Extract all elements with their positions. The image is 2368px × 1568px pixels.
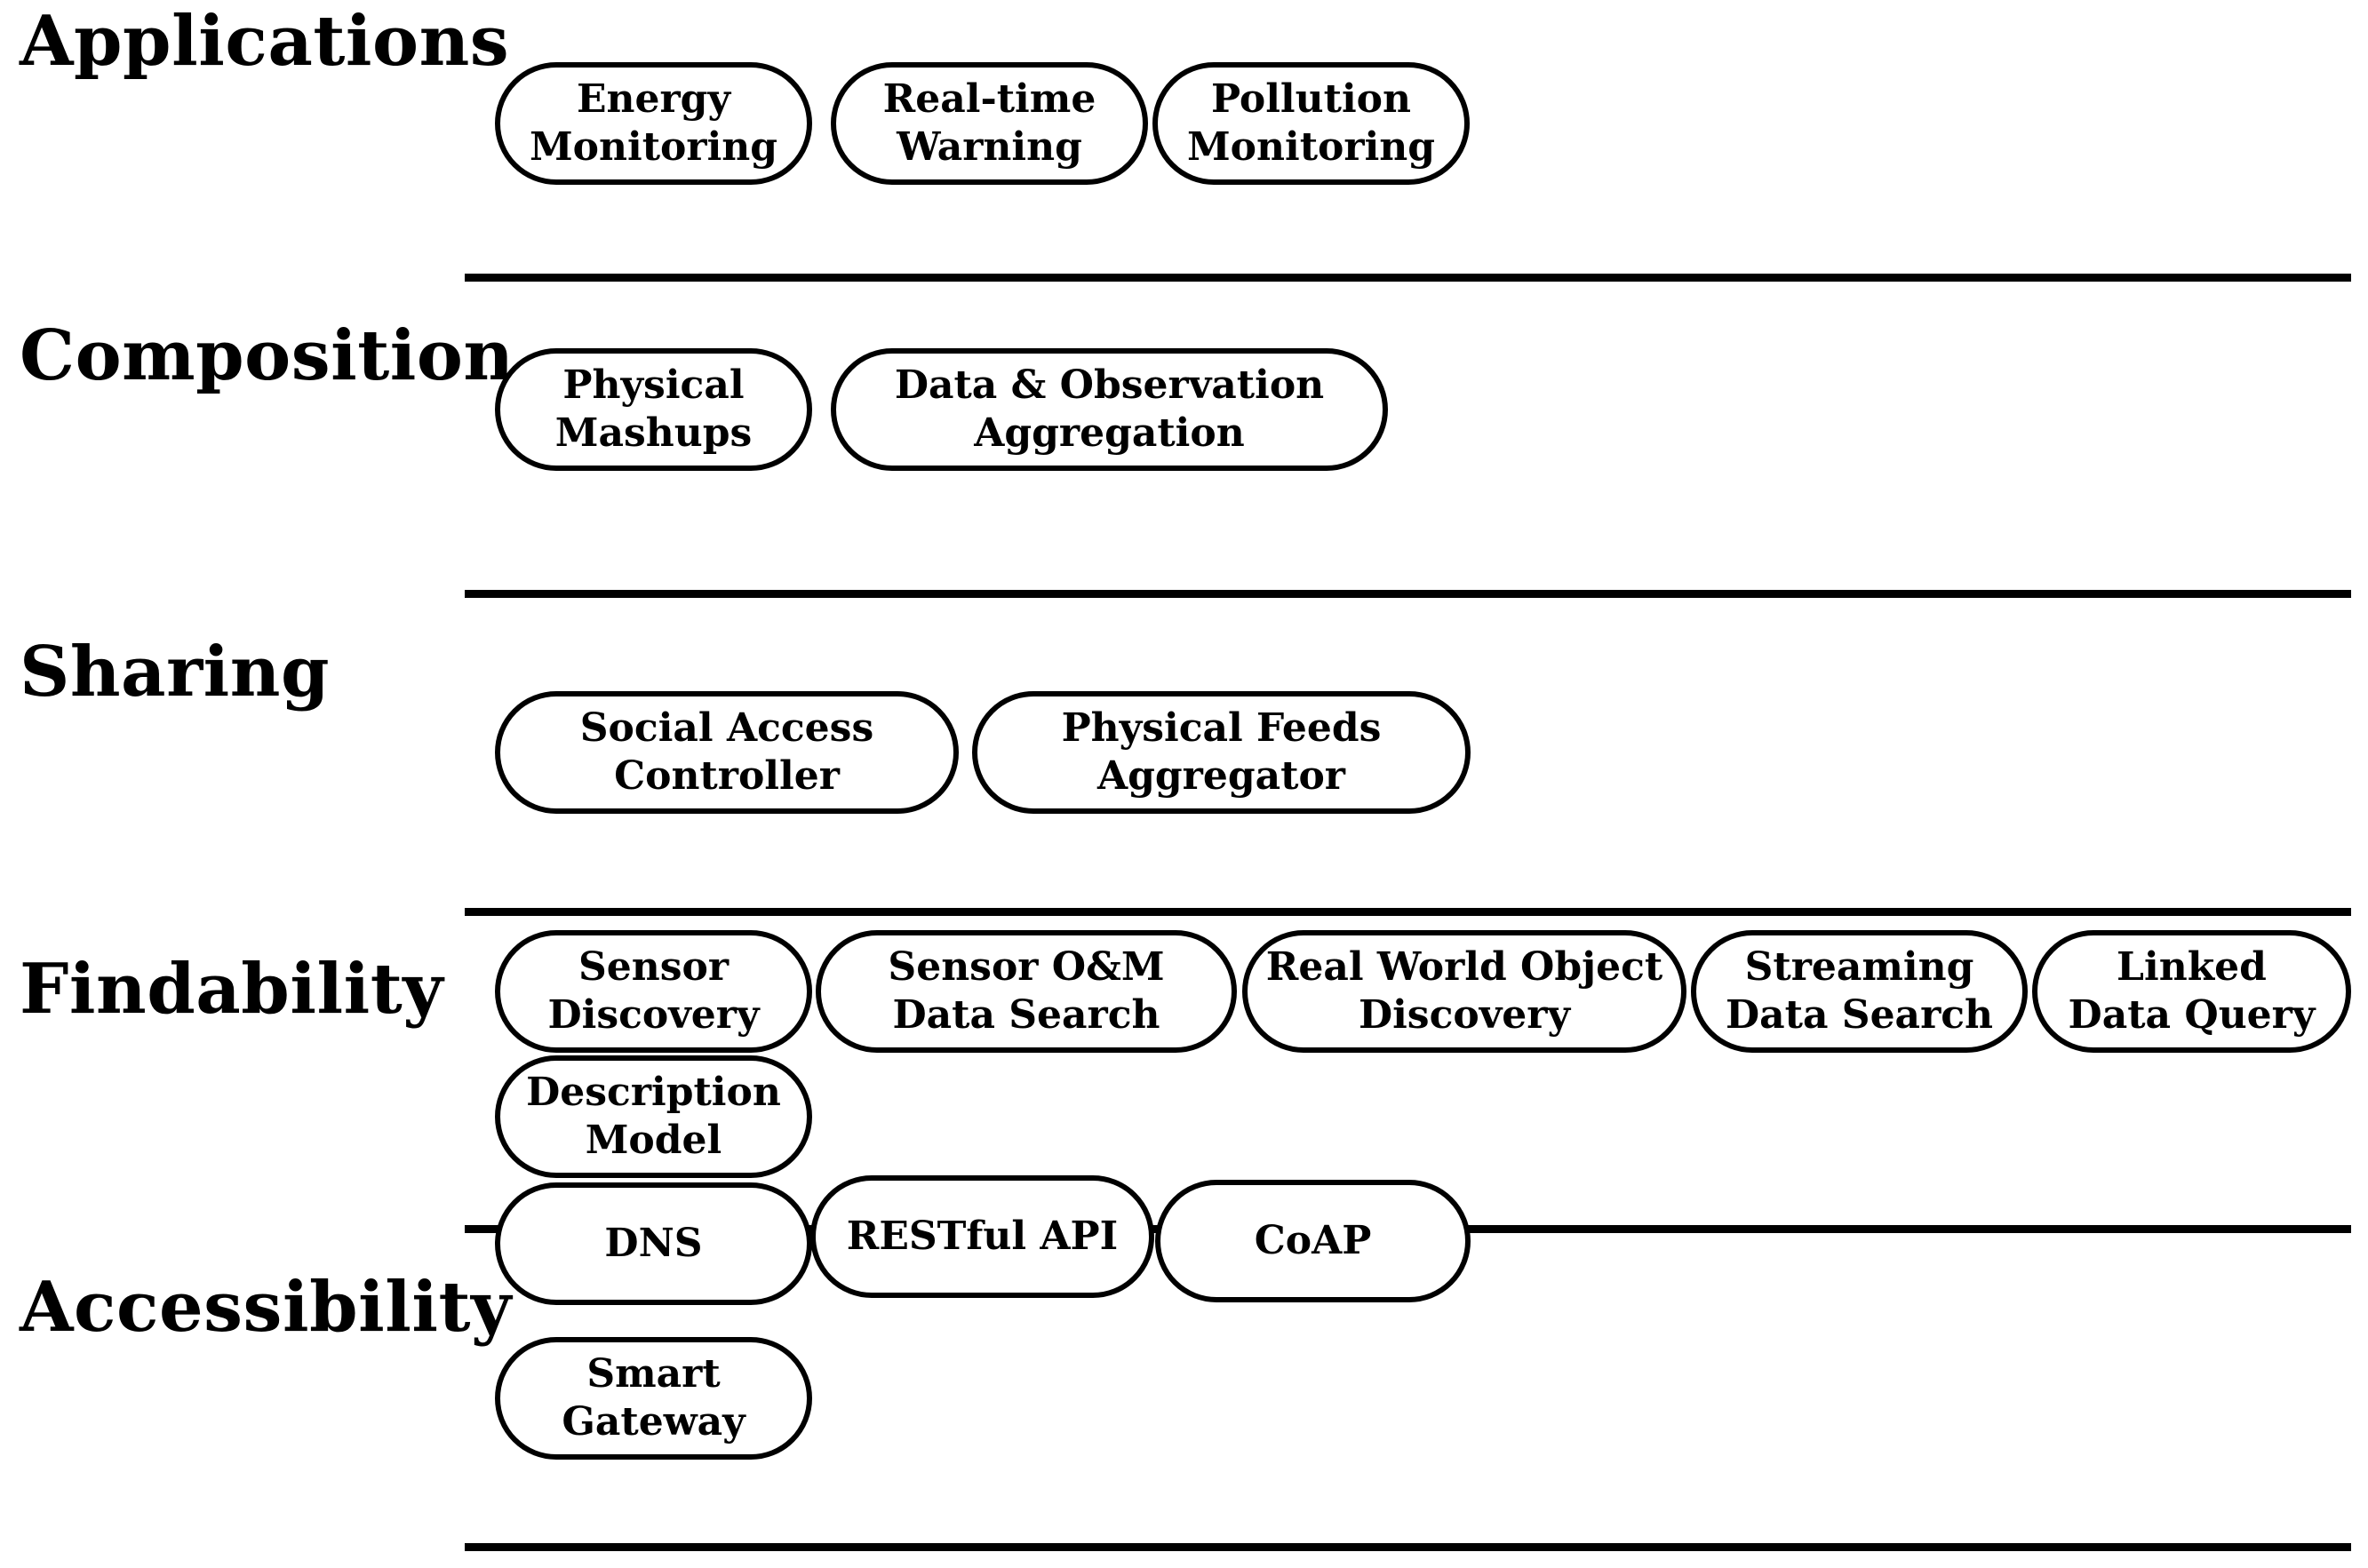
box-line: Discovery	[1358, 992, 1571, 1038]
box-line: Physical Feeds	[1061, 705, 1382, 751]
box-line: Description	[526, 1070, 781, 1115]
box-line: Linked	[2117, 944, 2267, 990]
box-line: Energy	[576, 76, 731, 122]
box-line: Streaming	[1744, 944, 1974, 990]
box-line: Monitoring	[1186, 124, 1436, 170]
layer-divider	[465, 1543, 2351, 1551]
layer-label-accessibility: Accessibility	[20, 1267, 512, 1348]
layer-label-findability: Findability	[20, 949, 444, 1030]
layer-divider	[465, 274, 2351, 282]
layer-divider	[465, 590, 2351, 598]
box-line: Data Query	[2068, 992, 2316, 1038]
box-line: Real World Object	[1265, 944, 1663, 990]
box-line: Model	[585, 1118, 722, 1163]
layer-label-applications: Applications	[20, 1, 510, 82]
box-line: Aggregation	[974, 410, 1245, 456]
box-line: Pollution	[1210, 76, 1412, 122]
box-line: Sensor O&M	[888, 944, 1165, 990]
box-line: Discovery	[547, 992, 760, 1038]
layer-label-composition: Composition	[20, 315, 514, 396]
layer-divider	[465, 908, 2351, 916]
box-line: Smart	[586, 1351, 721, 1397]
box-line: Data & Observation	[894, 362, 1325, 408]
box-line: CoAP	[1254, 1218, 1372, 1263]
box-line: Gateway	[562, 1399, 745, 1445]
box-line: Warning	[897, 124, 1082, 170]
box-line: Social Access	[579, 705, 874, 751]
restful-api-box: RESTful API	[810, 1175, 1154, 1298]
box-line: Data Search	[1725, 992, 1994, 1038]
box-line: Aggregator	[1097, 753, 1345, 799]
box-line: Controller	[614, 753, 840, 799]
box-line: Mashups	[554, 410, 753, 456]
box-line: Physical	[562, 362, 745, 408]
box-line: Data Search	[892, 992, 1160, 1038]
coap-box: CoAP	[1155, 1180, 1471, 1302]
box-line: DNS	[604, 1221, 703, 1266]
box-line: Real-time	[882, 76, 1096, 122]
box-line: RESTful API	[846, 1214, 1119, 1259]
box-line: Monitoring	[529, 124, 778, 170]
dns-box: DNS	[495, 1182, 812, 1305]
layer-label-sharing: Sharing	[20, 632, 331, 712]
box-line: Sensor	[578, 944, 730, 990]
